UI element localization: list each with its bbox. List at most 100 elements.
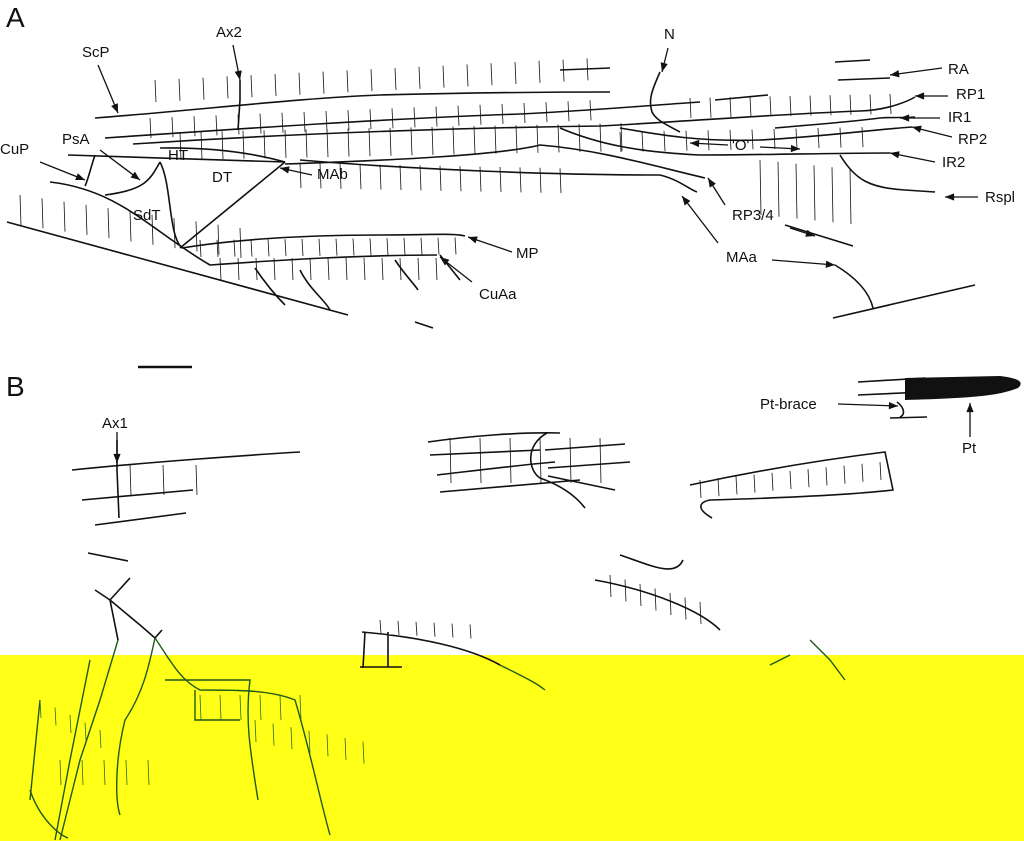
crossvein	[178, 78, 181, 101]
crossvein	[889, 93, 892, 115]
crossvein	[179, 131, 182, 161]
crossvein	[769, 96, 772, 117]
crossvein	[509, 437, 512, 484]
crossvein	[362, 741, 365, 764]
crossvein	[394, 67, 397, 91]
crossvein	[199, 239, 202, 258]
crossvein	[499, 166, 502, 193]
label-maa: MAa	[726, 249, 757, 266]
vein-b-right-hl	[769, 639, 846, 681]
vein-anal-margin	[6, 221, 349, 316]
crossvein	[609, 574, 612, 598]
arrow-pt-brace	[837, 402, 899, 410]
crossvein	[237, 257, 240, 281]
crossvein	[567, 101, 570, 122]
label-cuaa: CuAa	[479, 286, 517, 303]
crossvein	[125, 759, 128, 786]
arrow-psa	[99, 149, 141, 181]
label-ir2: IR2	[942, 154, 966, 171]
crossvein	[759, 159, 762, 216]
crossvein	[459, 166, 462, 192]
crossvein	[442, 65, 445, 88]
crossvein	[735, 476, 738, 495]
crossvein	[219, 257, 222, 281]
crossvein	[99, 729, 102, 749]
crossvein	[717, 478, 720, 497]
crossvein	[466, 64, 469, 87]
wing-b-veins	[29, 376, 1021, 841]
crossvein	[322, 71, 325, 94]
vein-hind-margin-apex	[832, 284, 976, 319]
crossvein	[689, 97, 692, 119]
arrow-o-left	[689, 139, 729, 148]
crossvein	[420, 237, 423, 255]
label-mab: MAb	[317, 166, 348, 183]
crossvein	[369, 238, 372, 256]
crossvein	[514, 61, 517, 85]
vein-ra	[104, 101, 701, 139]
crossvein	[325, 110, 328, 131]
crossvein	[418, 66, 421, 89]
crossvein	[263, 130, 266, 159]
crossvein	[298, 72, 301, 95]
crossvein	[359, 164, 362, 190]
crossvein	[216, 239, 219, 257]
vein-frag-rp1	[559, 67, 769, 101]
vein-rp34	[284, 144, 706, 179]
crossvein	[59, 759, 62, 786]
crossvein	[171, 117, 174, 138]
crossvein	[379, 619, 382, 635]
crossvein	[217, 224, 220, 255]
vein-maa-end	[834, 264, 874, 309]
crossvein	[536, 124, 539, 153]
crossvein	[369, 109, 372, 130]
crossvein	[410, 127, 413, 156]
crossvein	[707, 130, 710, 151]
crossvein	[103, 759, 106, 786]
label-ra: RA	[948, 61, 969, 78]
crossvein	[789, 470, 792, 490]
vein-rspl	[839, 154, 936, 193]
crossvein	[272, 723, 275, 746]
crossvein	[226, 76, 229, 99]
crossvein	[777, 161, 780, 217]
crossvein	[381, 257, 384, 281]
crossvein	[545, 102, 548, 123]
vein-b-basal-hl	[29, 637, 331, 841]
crossvein	[399, 164, 402, 191]
arrow-o-right	[759, 144, 801, 153]
label-rp2: RP2	[958, 131, 988, 148]
vein-ir2	[559, 127, 891, 156]
crossvein	[849, 168, 852, 225]
crossvein	[435, 257, 438, 281]
crossvein	[599, 437, 602, 484]
arrow-scp	[97, 64, 119, 114]
crossvein	[869, 94, 872, 115]
arrow-mab	[279, 166, 313, 176]
crossvein	[431, 126, 434, 155]
crossvein	[589, 100, 592, 121]
crossvein	[41, 198, 44, 229]
vein-mab	[179, 161, 286, 249]
label-pt-brace: Pt-brace	[760, 396, 817, 413]
label-n: N	[664, 26, 675, 43]
crossvein	[809, 95, 812, 116]
crossvein	[173, 218, 176, 249]
label-scp: ScP	[82, 44, 110, 61]
vein-b-mid-2	[544, 443, 631, 491]
crossvein	[281, 112, 284, 133]
vein-mp	[181, 233, 466, 249]
vein-hind-margin-a	[67, 154, 286, 163]
crossvein	[195, 464, 198, 496]
wing-a-veins	[6, 58, 976, 329]
highlight-region	[0, 655, 1024, 841]
crossvein	[326, 129, 329, 158]
crossvein	[433, 622, 436, 637]
crossvein	[259, 113, 262, 134]
label-o: 'O'	[732, 137, 750, 154]
crossvein	[599, 123, 602, 152]
vein-rp2	[619, 126, 913, 142]
crossvein	[639, 583, 642, 607]
crossvein	[345, 257, 348, 281]
